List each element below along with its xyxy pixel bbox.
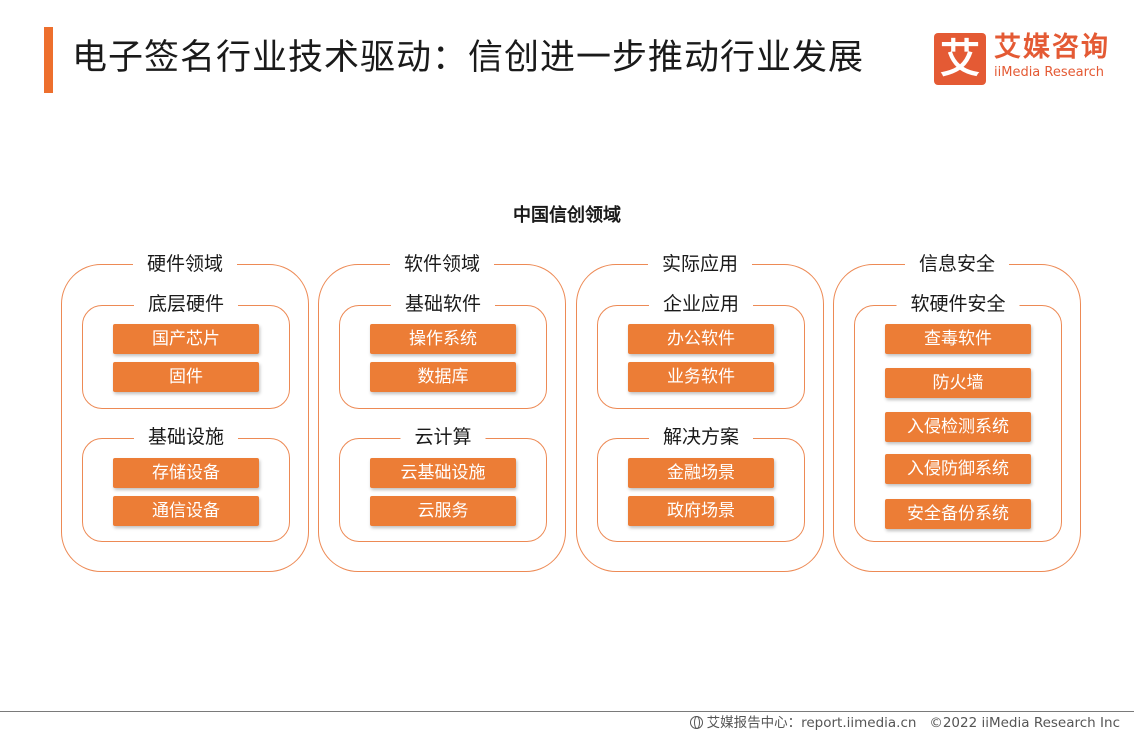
item-pill: 金融场景: [628, 458, 774, 488]
group-label: 企业应用: [648, 289, 754, 319]
group-label: 基础设施: [133, 422, 239, 452]
group-box: 云计算 云基础设施 云服务: [339, 422, 547, 542]
logo-name-cn: 艾媒咨询: [994, 32, 1110, 63]
item-pill: 安全备份系统: [885, 499, 1031, 529]
domain-box-security: 信息安全 软硬件安全 查毒软件 防火墙 入侵检测系统 入侵防御系统 安全备份系统: [833, 249, 1081, 572]
domain-label: 硬件领域: [132, 249, 238, 279]
item-pill: 业务软件: [628, 362, 774, 392]
item-pill: 存储设备: [113, 458, 259, 488]
page-title: 电子签名行业技术驱动：信创进一步推动行业发展: [72, 38, 865, 78]
item-pill: 防火墙: [885, 368, 1031, 398]
item-pill: 查毒软件: [885, 324, 1031, 354]
footer-divider: [0, 711, 1134, 712]
item-pill: 通信设备: [113, 496, 259, 526]
domain-label: 信息安全: [904, 249, 1010, 279]
item-pill: 国产芯片: [113, 324, 259, 354]
group-label: 基础软件: [390, 289, 496, 319]
domain-label: 实际应用: [647, 249, 753, 279]
group-box: 基础设施 存储设备 通信设备: [82, 422, 290, 542]
globe-icon: [689, 716, 703, 729]
logo-name-en: iiMedia Research: [994, 65, 1105, 80]
footer: 艾媒报告中心：report.iimedia.cn ©2022 iiMedia R…: [689, 713, 1120, 733]
item-pill: 数据库: [370, 362, 516, 392]
item-pill: 入侵防御系统: [885, 454, 1031, 484]
group-box: 解决方案 金融场景 政府场景: [597, 422, 805, 542]
logo-mark-icon: 艾: [934, 33, 986, 85]
group-label: 云计算: [400, 422, 486, 452]
group-box: 基础软件 操作系统 数据库: [339, 289, 547, 409]
item-pill: 操作系统: [370, 324, 516, 354]
domain-box-application: 实际应用 企业应用 办公软件 业务软件 解决方案 金融场景 政府场景: [576, 249, 824, 572]
domain-box-hardware: 硬件领域 底层硬件 国产芯片 固件 基础设施 存储设备 通信设备: [61, 249, 309, 572]
item-pill: 云服务: [370, 496, 516, 526]
title-accent-bar: [44, 27, 53, 93]
group-box: 底层硬件 国产芯片 固件: [82, 289, 290, 409]
item-pill: 办公软件: [628, 324, 774, 354]
footer-copyright: ©2022 iiMedia Research Inc: [929, 715, 1120, 731]
domain-label: 软件领域: [389, 249, 495, 279]
diagram-title: 中国信创领域: [513, 205, 621, 226]
group-label: 底层硬件: [133, 289, 239, 319]
group-label: 解决方案: [648, 422, 754, 452]
group-box: 企业应用 办公软件 业务软件: [597, 289, 805, 409]
footer-source: 艾媒报告中心：report.iimedia.cn: [706, 715, 917, 731]
item-pill: 固件: [113, 362, 259, 392]
group-label: 软硬件安全: [896, 289, 1020, 319]
logo: 艾 艾媒咨询 iiMedia Research: [934, 31, 1114, 87]
domain-box-software: 软件领域 基础软件 操作系统 数据库 云计算 云基础设施 云服务: [318, 249, 566, 572]
item-pill: 云基础设施: [370, 458, 516, 488]
item-pill: 政府场景: [628, 496, 774, 526]
group-box: 软硬件安全 查毒软件 防火墙 入侵检测系统 入侵防御系统 安全备份系统: [854, 289, 1062, 542]
item-pill: 入侵检测系统: [885, 412, 1031, 442]
